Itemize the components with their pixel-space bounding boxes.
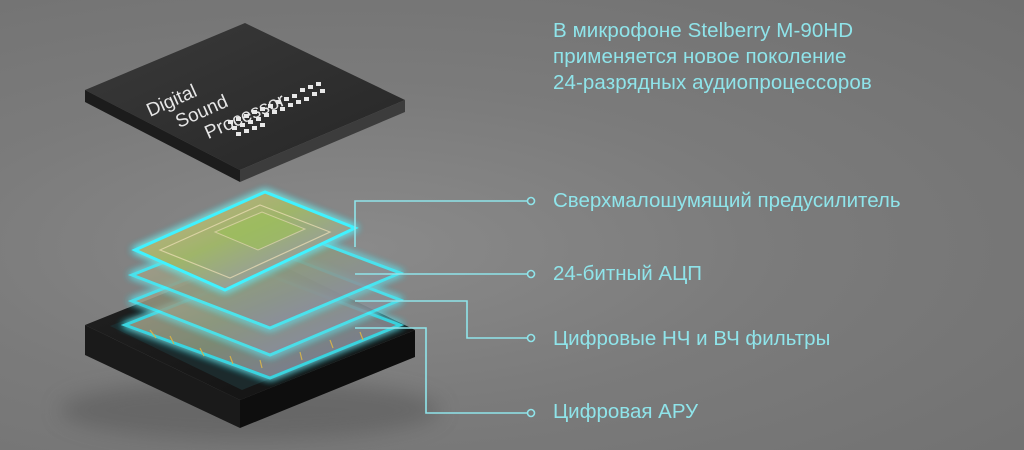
connector-filters	[355, 300, 528, 339]
headline-line-3: 24-разрядных аудиопроцессоров	[553, 71, 872, 94]
headline-line-2: применяется новое поколение	[553, 45, 847, 68]
connector-dot-icon	[526, 269, 536, 279]
headline: В микрофоне Stelberry M-90HD применяется…	[553, 18, 872, 96]
stelberry-logo-icon	[228, 82, 325, 136]
callout-connectors	[354, 200, 528, 414]
callout-label-adc: 24-битный АЦП	[553, 262, 702, 285]
connector-preamp	[354, 200, 528, 247]
connector-agc	[355, 327, 528, 414]
connector-dot-icon	[526, 408, 536, 418]
callout-label-agc: Цифровая АРУ	[553, 400, 699, 423]
callout-label-filters: Цифровые НЧ и ВЧ фильтры	[553, 327, 831, 350]
callout-label-preamp: Сверхмалошумящий предусилитель	[553, 189, 901, 212]
dsp-chip-lid: Digital Sound Processor	[85, 23, 405, 182]
headline-line-1: В микрофоне Stelberry M-90HD	[553, 19, 854, 42]
connector-dot-icon	[526, 333, 536, 343]
connector-dot-icon	[526, 196, 536, 206]
